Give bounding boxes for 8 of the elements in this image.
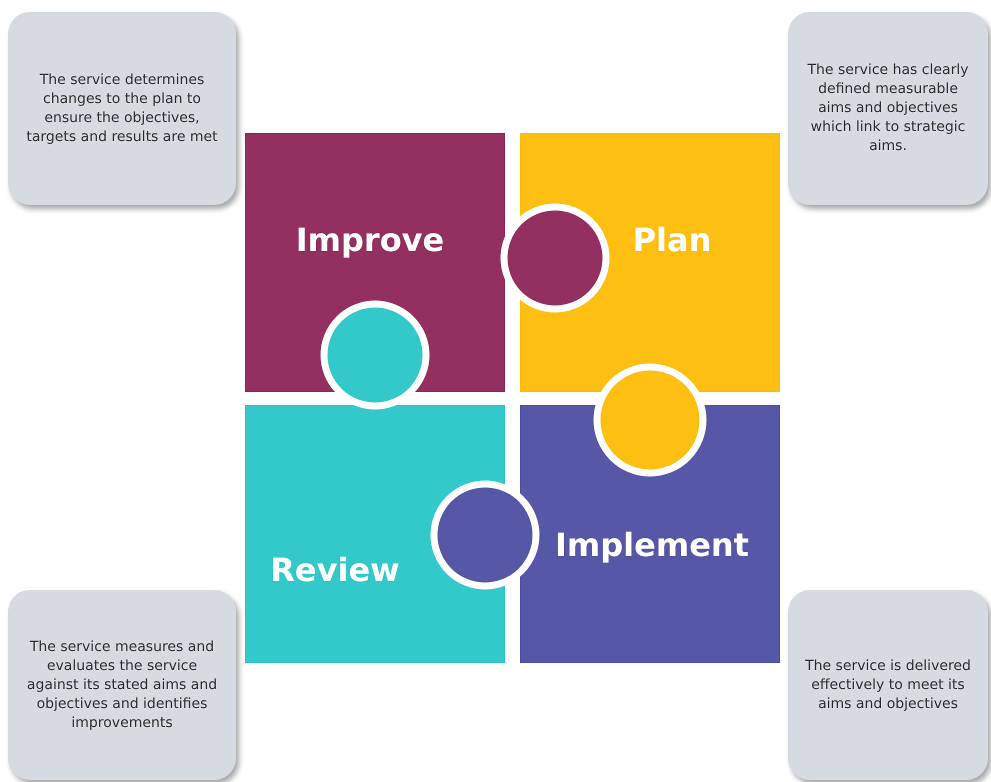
piece-label: Plan bbox=[632, 221, 712, 259]
callout-box: The service has clearly defined measurable aims and objectives which link to strategic aims. bbox=[788, 12, 988, 205]
callout-box: The service determines changes to the plan to ensure the objectives, targets and results are met bbox=[8, 12, 236, 205]
callout-box: The service measures and evaluates the service against its stated aims and objectives and identifies improvements bbox=[8, 590, 236, 780]
callout-box: The service is delivered effectively to meet its aims and objectives bbox=[788, 590, 988, 780]
piece-label: Implement bbox=[555, 526, 749, 564]
piece-label: Review bbox=[270, 551, 400, 589]
piece-label: Improve bbox=[296, 221, 444, 259]
